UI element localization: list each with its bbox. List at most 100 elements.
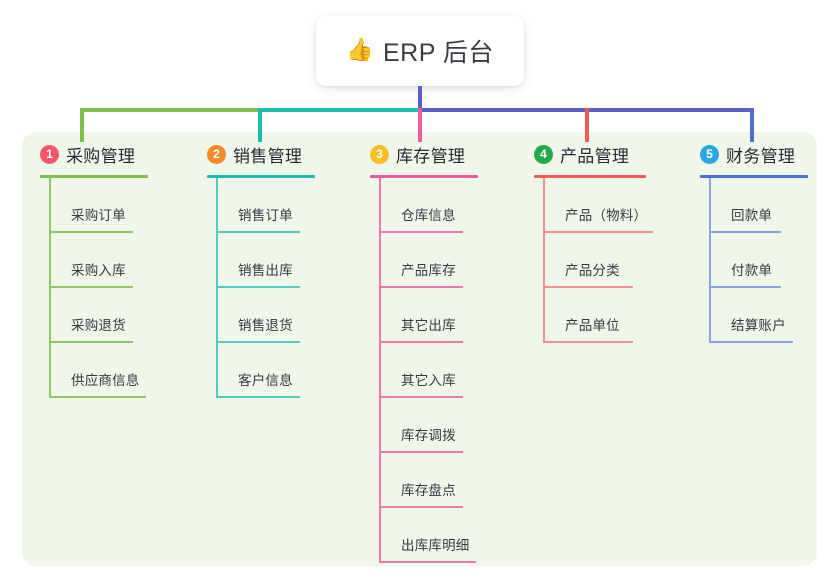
list-item[interactable]: 结算账户 [709, 288, 839, 343]
list-item-underline [49, 286, 133, 288]
column-spine-connector [379, 178, 381, 563]
list-item-label: 采购入库 [71, 263, 126, 278]
list-item[interactable]: 库存调拨 [379, 398, 520, 453]
column-header[interactable]: 3 库存管理 [370, 142, 520, 166]
column-items: 采购订单采购入库采购退货供应商信息 [49, 178, 190, 398]
column-index-badge: 3 [370, 144, 389, 164]
column-underline [40, 175, 148, 178]
root-stem-connector [418, 86, 422, 111]
root-title: 👍 ERP 后台 [346, 33, 494, 69]
list-item-underline [49, 396, 146, 398]
column-items: 仓库信息产品库存其它出库其它入库库存调拨库存盘点出库库明细 [379, 178, 520, 563]
list-item-label: 付款单 [731, 263, 773, 278]
column-items: 产品（物料） 产品分类产品单位 [543, 178, 694, 343]
list-item-label: 采购退货 [71, 318, 126, 333]
list-item[interactable]: 其它出库 [379, 288, 520, 343]
column-underline [207, 175, 315, 178]
root-node-card[interactable]: 👍 ERP 后台 [316, 16, 524, 86]
list-item-label: 产品库存 [401, 263, 456, 278]
list-item-underline [216, 286, 300, 288]
list-item[interactable]: 客户信息 [216, 343, 357, 398]
column-销售管理: 2 销售管理销售订单销售出库销售退货客户信息 [207, 142, 357, 398]
list-item[interactable]: 付款单 [709, 233, 839, 288]
list-item-label: 销售出库 [238, 263, 293, 278]
list-item-label: 销售订单 [238, 208, 293, 223]
list-item-underline [49, 231, 133, 233]
column-underline [370, 175, 478, 178]
column-items: 销售订单销售出库销售退货客户信息 [216, 178, 357, 398]
list-item-underline [543, 341, 633, 343]
thumbs-up-icon: 👍 [346, 37, 374, 62]
column-spine-connector [49, 178, 51, 398]
modules-panel [22, 132, 817, 566]
column-index-badge: 4 [534, 144, 553, 164]
list-item-label: 回款单 [731, 208, 773, 223]
list-item[interactable]: 销售订单 [216, 178, 357, 233]
column-underline [700, 175, 808, 178]
column-items: 回款单付款单结算账户 [709, 178, 839, 343]
list-item[interactable]: 采购入库 [49, 233, 190, 288]
list-item[interactable]: 回款单 [709, 178, 839, 233]
column-spine-connector [709, 178, 711, 343]
list-item[interactable]: 供应商信息 [49, 343, 190, 398]
list-item-label: 其它入库 [401, 373, 456, 388]
column-header[interactable]: 5 财务管理 [700, 142, 839, 166]
list-item[interactable]: 仓库信息 [379, 178, 520, 233]
column-财务管理: 5 财务管理回款单付款单结算账户 [700, 142, 839, 343]
list-item-label: 客户信息 [238, 373, 293, 388]
list-item-underline [709, 231, 781, 233]
list-item-underline [216, 396, 300, 398]
list-item-underline [379, 561, 476, 563]
list-item-underline [709, 341, 793, 343]
list-item-underline [543, 231, 653, 233]
list-item-label: 库存调拨 [401, 428, 456, 443]
list-item-underline [379, 341, 463, 343]
list-item[interactable]: 产品库存 [379, 233, 520, 288]
column-title: 财务管理 [726, 146, 796, 166]
column-spine-connector [216, 178, 218, 398]
stem-col-3 [418, 108, 422, 142]
list-item-label: 结算账户 [731, 318, 786, 333]
list-item[interactable]: 产品单位 [543, 288, 694, 343]
column-index-badge: 2 [207, 144, 226, 164]
list-item-underline [379, 396, 463, 398]
list-item-label: 仓库信息 [401, 208, 456, 223]
column-spine-connector [543, 178, 545, 343]
list-item[interactable]: 产品（物料） [543, 178, 694, 233]
column-库存管理: 3 库存管理仓库信息产品库存其它出库其它入库库存调拨库存盘点出库库明细 [370, 142, 520, 563]
list-item[interactable]: 采购订单 [49, 178, 190, 233]
list-item-label: 库存盘点 [401, 483, 456, 498]
column-title: 库存管理 [396, 146, 466, 166]
list-item[interactable]: 采购退货 [49, 288, 190, 343]
list-item[interactable]: 库存盘点 [379, 453, 520, 508]
list-item[interactable]: 出库库明细 [379, 508, 520, 563]
column-index-badge: 5 [700, 144, 719, 164]
list-item[interactable]: 其它入库 [379, 343, 520, 398]
list-item-label: 供应商信息 [71, 373, 140, 388]
list-item-label: 采购订单 [71, 208, 126, 223]
column-header[interactable]: 2 销售管理 [207, 142, 357, 166]
stem-col-5 [750, 108, 754, 142]
bus-teal [258, 108, 420, 112]
list-item[interactable]: 销售出库 [216, 233, 357, 288]
stem-col-4 [585, 108, 589, 142]
list-item-label: 产品分类 [565, 263, 620, 278]
list-item-label: 产品（物料） [565, 208, 648, 223]
column-title: 销售管理 [233, 146, 303, 166]
stem-col-1 [80, 108, 84, 142]
list-item-underline [379, 451, 463, 453]
list-item-underline [543, 286, 633, 288]
stem-col-2 [258, 108, 262, 142]
list-item-label: 出库库明细 [401, 538, 470, 553]
list-item-label: 产品单位 [565, 318, 620, 333]
list-item-underline [379, 506, 463, 508]
column-title: 采购管理 [66, 146, 136, 166]
list-item-underline [216, 341, 300, 343]
list-item[interactable]: 销售退货 [216, 288, 357, 343]
list-item-underline [379, 231, 463, 233]
list-item[interactable]: 产品分类 [543, 233, 694, 288]
list-item-underline [379, 286, 463, 288]
